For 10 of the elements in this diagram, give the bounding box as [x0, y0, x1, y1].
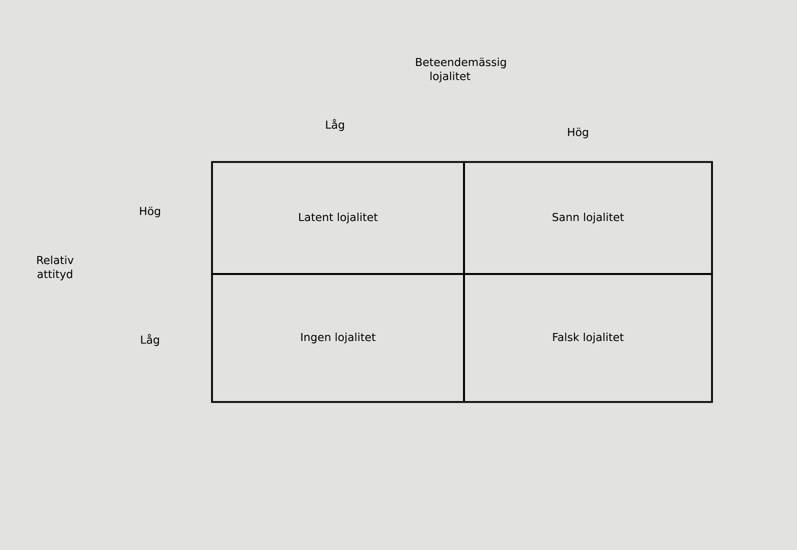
matrix-cell: Falsk lojalitet: [463, 273, 713, 403]
matrix-cell: Latent lojalitet: [211, 161, 465, 275]
axis-title: Beteendemässig lojalitet: [416, 58, 506, 82]
axis-label: Låg: [141, 334, 159, 346]
matrix-cell: Ingen lojalitet: [211, 273, 465, 403]
axis-label: Hög: [140, 206, 160, 218]
axis-title: Relativ attityd: [37, 256, 74, 280]
axis-label: Hög: [568, 128, 588, 138]
axis-label: Låg: [326, 119, 344, 131]
matrix-cell: Sann lojalitet: [463, 161, 713, 275]
